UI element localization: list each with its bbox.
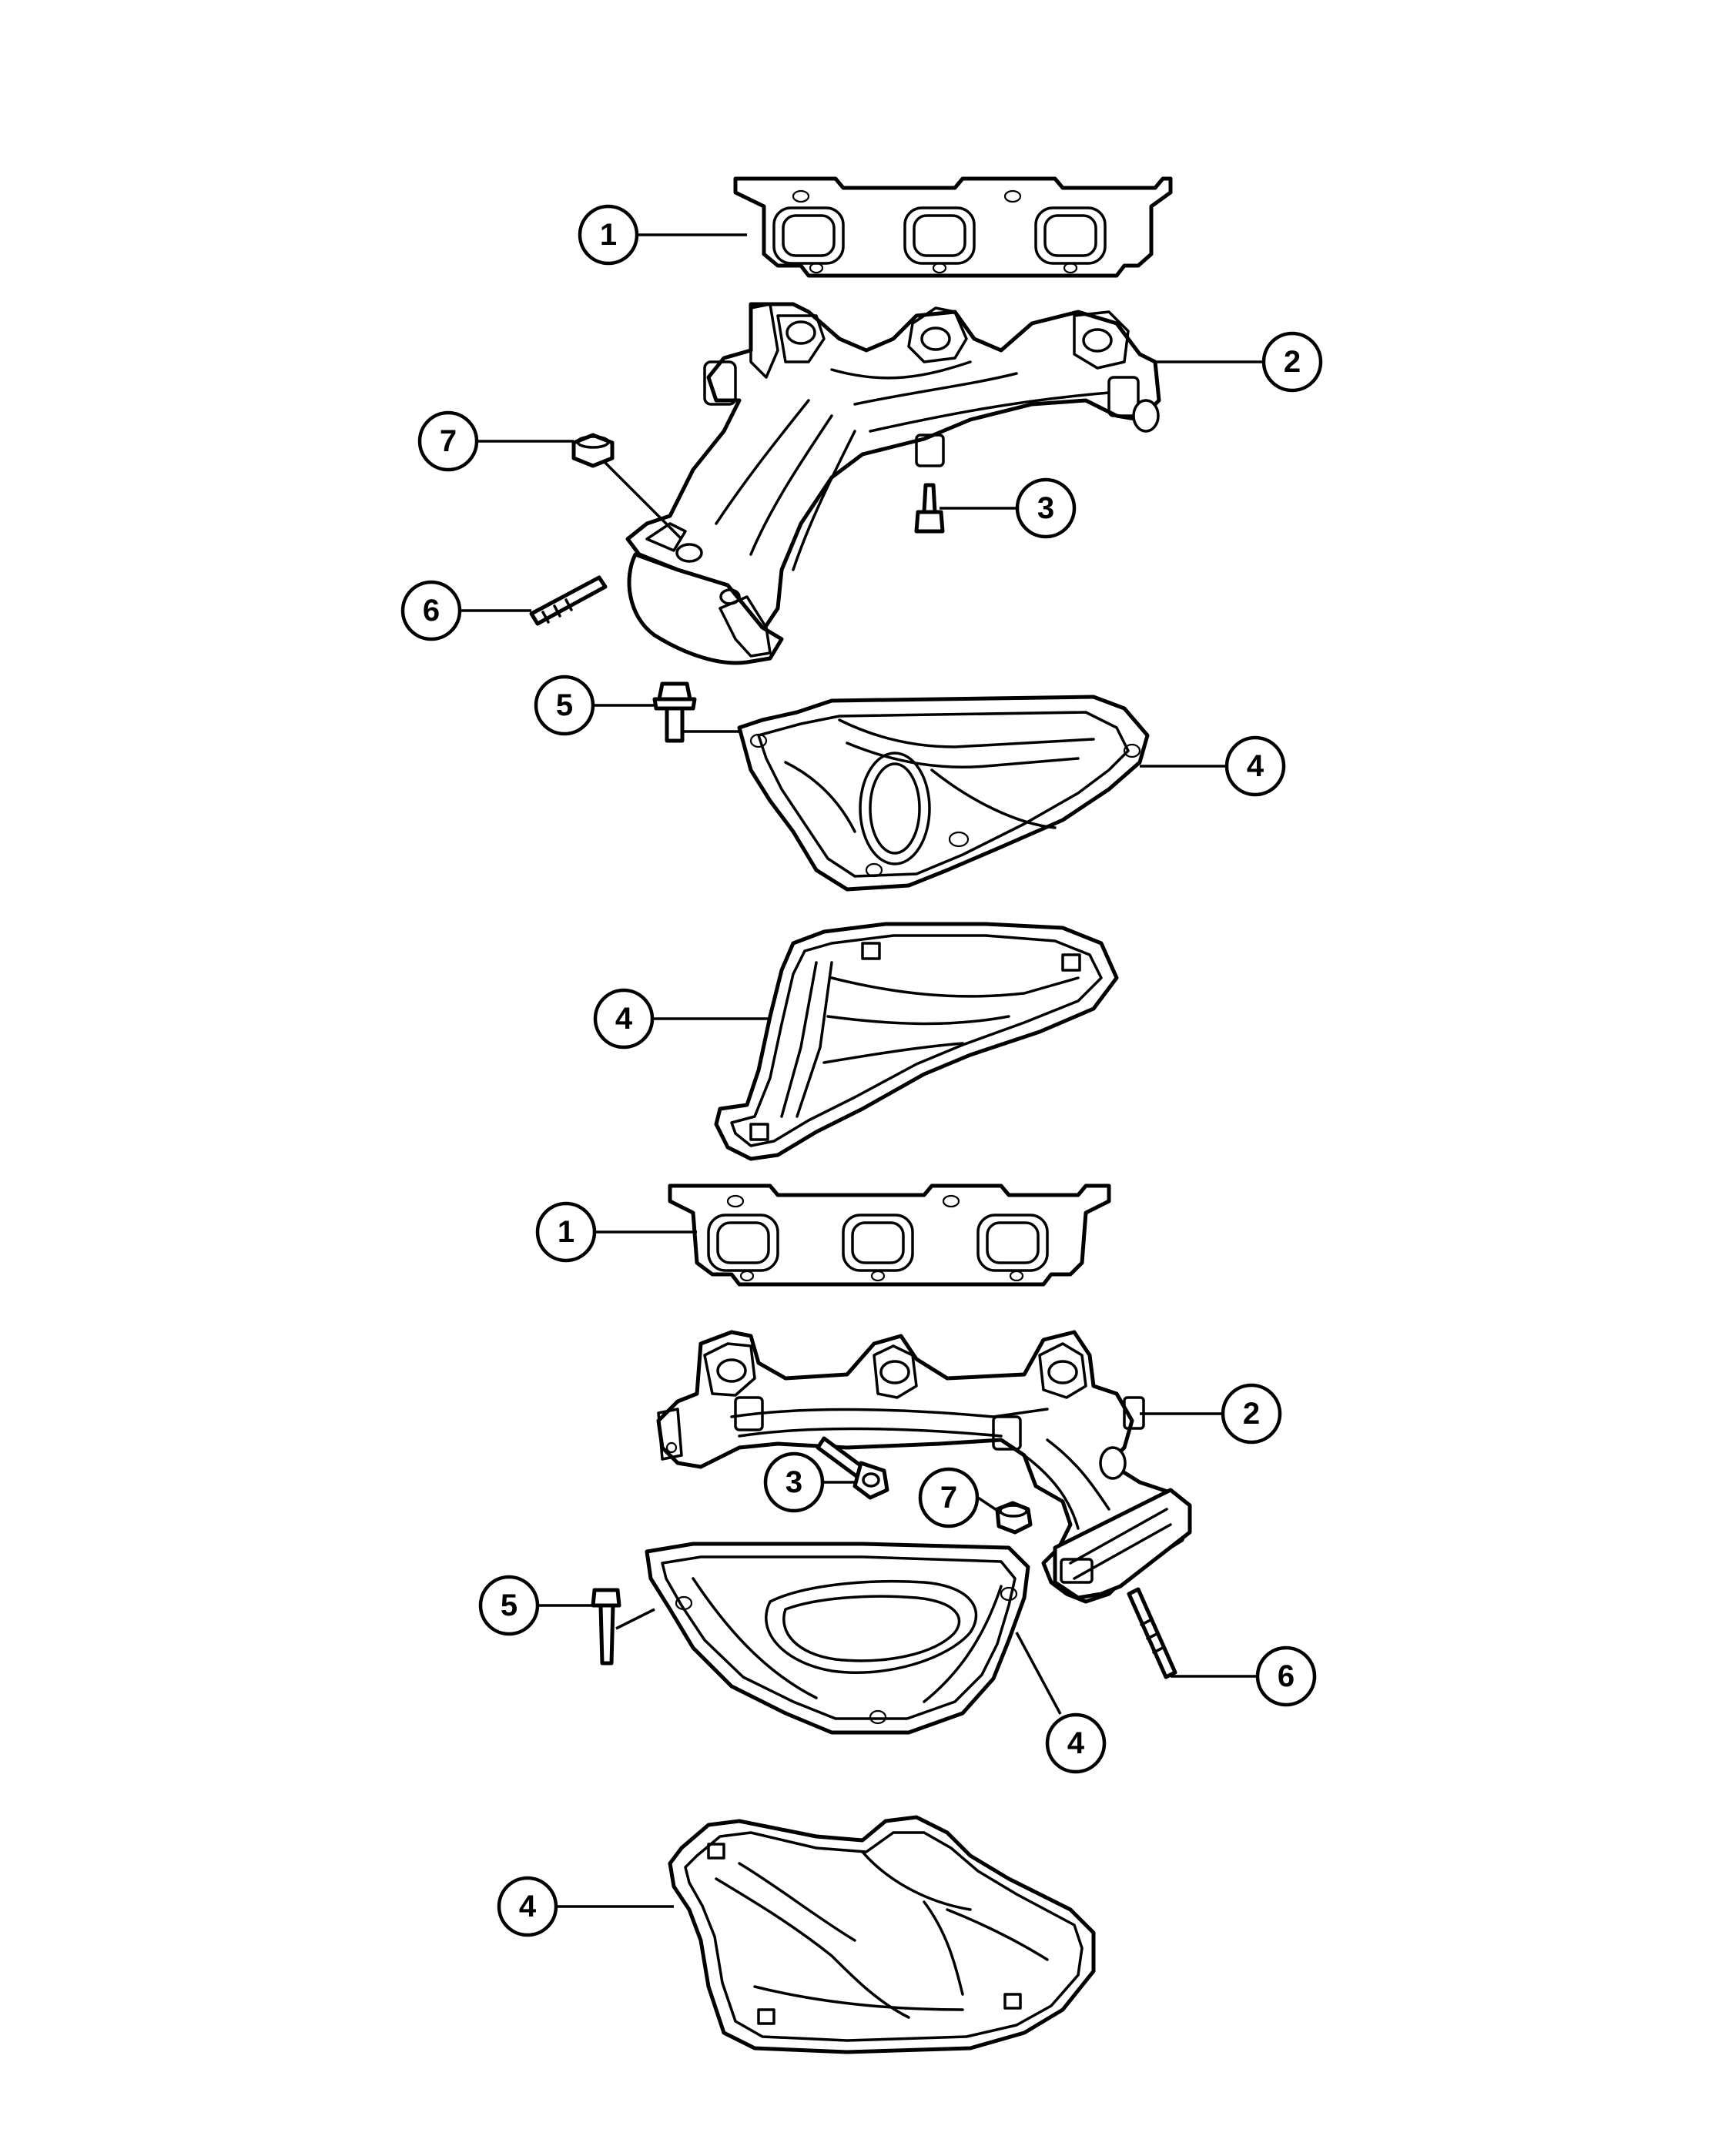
leader-lines <box>461 233 1263 1908</box>
callout-1-lower[interactable]: 1 <box>535 1201 597 1263</box>
heat-shield-b <box>714 922 1119 1161</box>
stud-lower <box>1127 1587 1177 1679</box>
callout-2-lower[interactable]: 2 <box>1221 1383 1282 1445</box>
callout-4-shield-a[interactable]: 4 <box>1224 735 1286 797</box>
svg-text:6: 6 <box>423 594 440 628</box>
manifold-upper <box>625 302 1161 665</box>
callout-2-upper[interactable]: 2 <box>1261 331 1323 393</box>
nut-upper <box>571 433 615 468</box>
callout-6-upper[interactable]: 6 <box>400 580 462 641</box>
callout-3-lower[interactable]: 3 <box>763 1451 825 1513</box>
svg-text:7: 7 <box>440 424 457 458</box>
bolt-upper <box>914 483 945 534</box>
callout-3-upper[interactable]: 3 <box>1015 477 1077 539</box>
callout-5-upper[interactable]: 5 <box>534 675 595 736</box>
flange-bolt-upper <box>652 681 697 743</box>
svg-text:6: 6 <box>1278 1659 1295 1693</box>
bolt-lower <box>816 1436 889 1500</box>
svg-text:2: 2 <box>1243 1397 1260 1431</box>
heat-shield-c <box>645 1542 1030 1735</box>
flange-bolt-lower <box>591 1588 621 1666</box>
callout-4-shield-d[interactable]: 4 <box>497 1876 558 1937</box>
svg-text:3: 3 <box>1037 491 1054 525</box>
svg-text:3: 3 <box>785 1465 802 1499</box>
callout-5-lower[interactable]: 5 <box>478 1575 540 1636</box>
callout-7-lower[interactable]: 7 <box>918 1467 980 1528</box>
gasket-lower <box>668 1183 1111 1287</box>
callout-4-shield-c[interactable]: 4 <box>1045 1712 1107 1774</box>
svg-text:4: 4 <box>615 1002 633 1036</box>
svg-text:7: 7 <box>940 1481 957 1515</box>
callout-1-upper[interactable]: 1 <box>578 204 639 266</box>
svg-text:1: 1 <box>558 1215 574 1249</box>
svg-text:4: 4 <box>1067 1726 1085 1760</box>
callout-4-shield-b[interactable]: 4 <box>593 988 655 1050</box>
svg-text:4: 4 <box>1247 749 1264 783</box>
gasket-upper <box>733 176 1173 278</box>
svg-text:1: 1 <box>600 218 617 252</box>
stud-upper <box>529 575 608 626</box>
svg-text:4: 4 <box>519 1890 537 1923</box>
callout-7-upper[interactable]: 7 <box>417 410 479 472</box>
heat-shield-a <box>737 695 1150 892</box>
nut-lower <box>995 1501 1033 1535</box>
callout-6-lower[interactable]: 6 <box>1255 1645 1317 1707</box>
svg-text:2: 2 <box>1284 345 1301 379</box>
svg-text:5: 5 <box>556 688 573 722</box>
svg-text:5: 5 <box>501 1589 518 1622</box>
manifold-lower <box>656 1330 1192 1604</box>
heat-shield-d <box>668 1815 1096 2054</box>
